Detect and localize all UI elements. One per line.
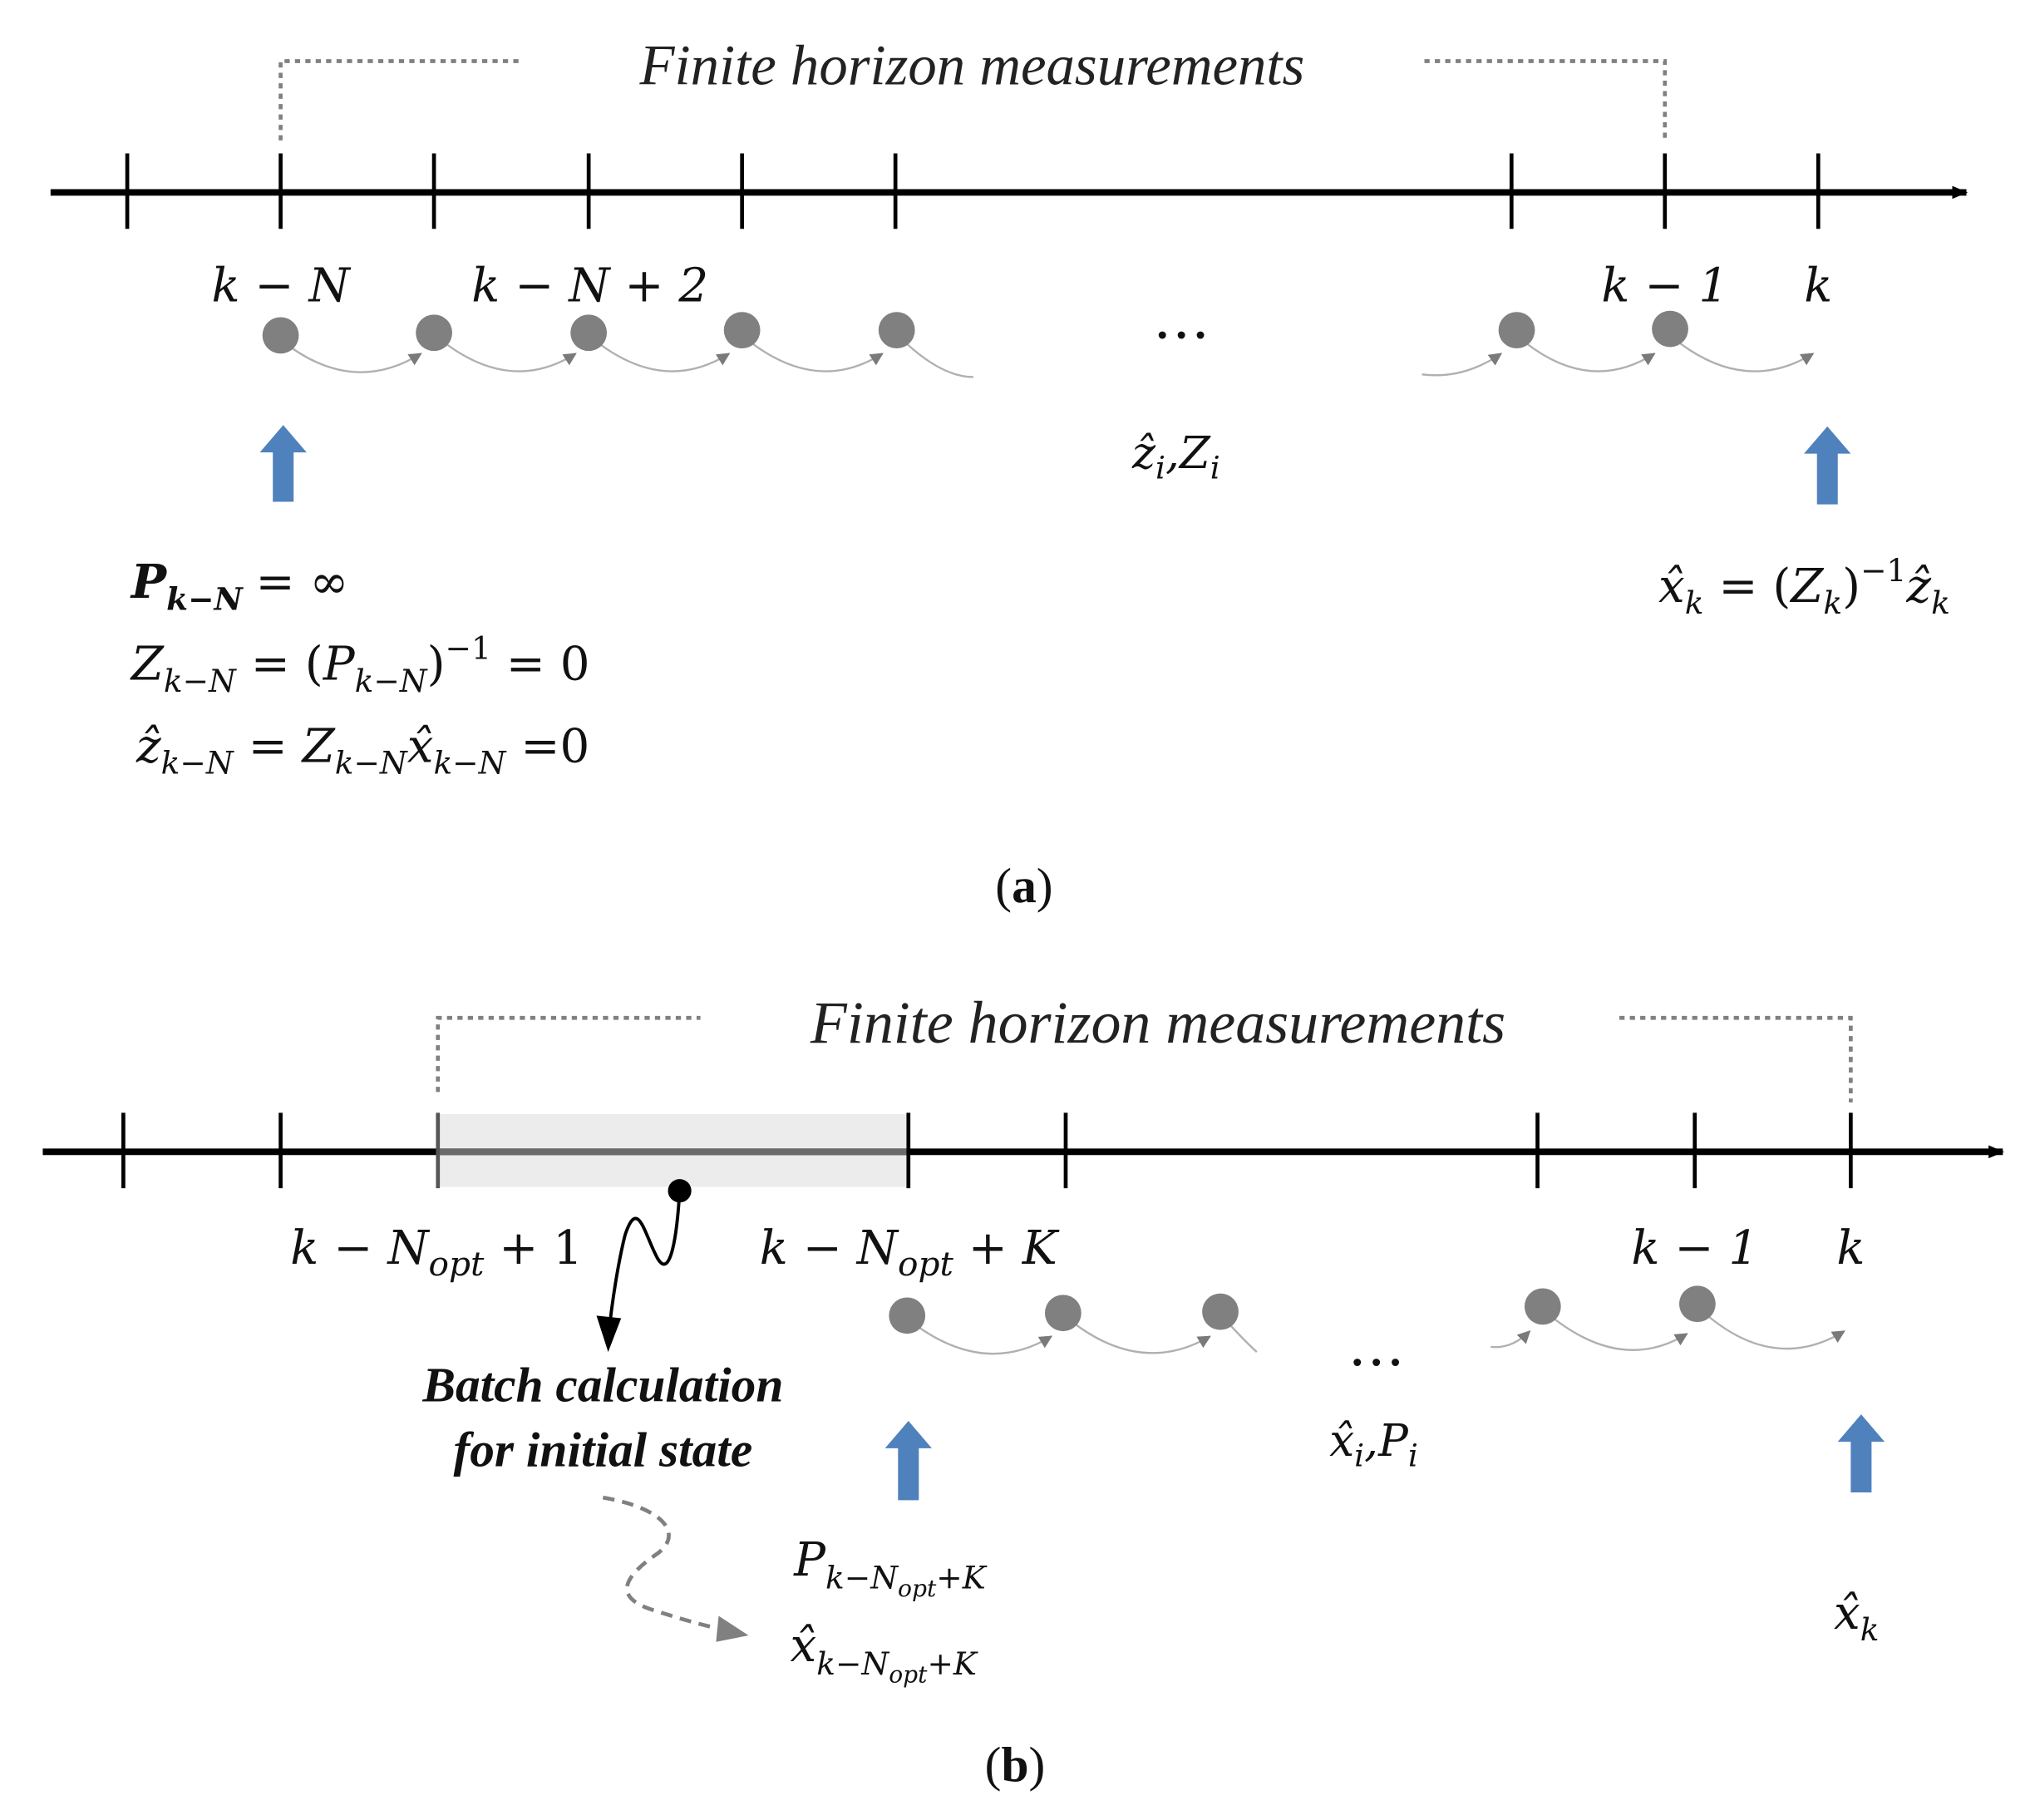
state-nodes (262, 310, 1688, 354)
handoff-arrow-icon (716, 1615, 749, 1642)
horizon-bracket (436, 1015, 1853, 1102)
tick-label-end: k − Nopt + K (760, 1221, 1060, 1284)
chain-link (1421, 353, 1503, 377)
chain-link (908, 1319, 1053, 1355)
blue-up-arrow-icon (1837, 1414, 1885, 1492)
init-line-2: Zk−N = (Pk−N)−1 = 0 (130, 630, 590, 699)
chain-link (1063, 1314, 1211, 1354)
tick-label-k-minus-1: k − 1 (1601, 259, 1728, 313)
state-node (570, 314, 608, 352)
chain-link (1490, 1329, 1531, 1349)
horizon-bracket (278, 59, 1668, 143)
panel-a: Finite horizon measurements k − N k − N … (50, 34, 1968, 913)
ellipsis: … (1153, 286, 1210, 353)
state-node (1652, 310, 1688, 348)
state-node (1498, 312, 1535, 349)
chain-link (1515, 334, 1656, 372)
horizon-title: Finite horizon measurements (810, 989, 1505, 1056)
handoff-dashed-curve (602, 1495, 730, 1633)
chain-link (588, 334, 731, 372)
chain-link (741, 334, 884, 372)
init-line-1: Pk−N= ∞ (130, 555, 349, 617)
final-estimate: x̂k (1834, 1586, 1879, 1648)
state-nodes (889, 1285, 1716, 1334)
state-node (1678, 1285, 1716, 1323)
chain-link (434, 334, 577, 372)
state-node (1202, 1293, 1239, 1330)
blue-up-arrow-icon (259, 425, 307, 502)
caption-a: (a) (995, 858, 1052, 913)
initial-conditions: Pk−N= ∞ Zk−N = (Pk−N)−1 = 0 ẑk−N = Zk−Nx… (130, 555, 590, 781)
tick-label-k: k (1804, 259, 1832, 313)
init-state: x̂k−Nopt+K (791, 1619, 978, 1688)
init-covariance: Pk−Nopt+K (793, 1533, 988, 1602)
initial-values: Pk−Nopt+K x̂k−Nopt+K (791, 1533, 988, 1688)
tick-label-k-minus-1: k − 1 (1631, 1221, 1758, 1275)
state-node (262, 317, 299, 354)
chain-link (1697, 1307, 1845, 1350)
recursion-chain (281, 334, 1815, 378)
state-node (416, 314, 452, 352)
batch-note-line-2: for initial state (453, 1423, 752, 1477)
final-estimate: x̂k = (Zk)−1ẑk (1658, 552, 1950, 621)
init-line-3: ẑk−N = Zk−Nx̂k−N =0 (135, 719, 589, 781)
tick-label-k-minus-n-plus-2: k − N + 2 (471, 259, 708, 313)
mid-variable-label: x̂i,Pi (1329, 1415, 1418, 1474)
tick-label-k: k (1836, 1221, 1865, 1275)
batch-pointer-curve (606, 1191, 682, 1339)
state-node (1044, 1295, 1082, 1332)
state-node (889, 1297, 926, 1334)
blue-up-arrow-icon (1804, 426, 1851, 505)
state-node (1524, 1288, 1561, 1325)
horizon-title: Finite horizon measurements (638, 34, 1304, 97)
ellipsis: … (1348, 1313, 1405, 1379)
caption-b: (b) (985, 1737, 1046, 1792)
state-node (723, 312, 761, 349)
blue-up-arrow-icon (884, 1420, 932, 1501)
batch-pointer-arrow-icon (596, 1315, 622, 1353)
panel-b: Finite horizon measurements k − Nopt + 1… (42, 989, 2004, 1792)
state-node (878, 312, 915, 349)
axis-ticks (125, 153, 1821, 229)
chain-link (281, 339, 422, 373)
chain-link (1543, 1310, 1688, 1351)
tick-label-start: k − Nopt + 1 (290, 1221, 583, 1284)
chain-link (1669, 334, 1815, 372)
mid-variable-label: ẑi,Zi (1131, 427, 1220, 486)
tick-label-k-minus-n: k − N (211, 259, 351, 313)
axis-ticks (121, 1112, 1853, 1189)
batch-note-line-1: Batch calculation (421, 1358, 783, 1413)
